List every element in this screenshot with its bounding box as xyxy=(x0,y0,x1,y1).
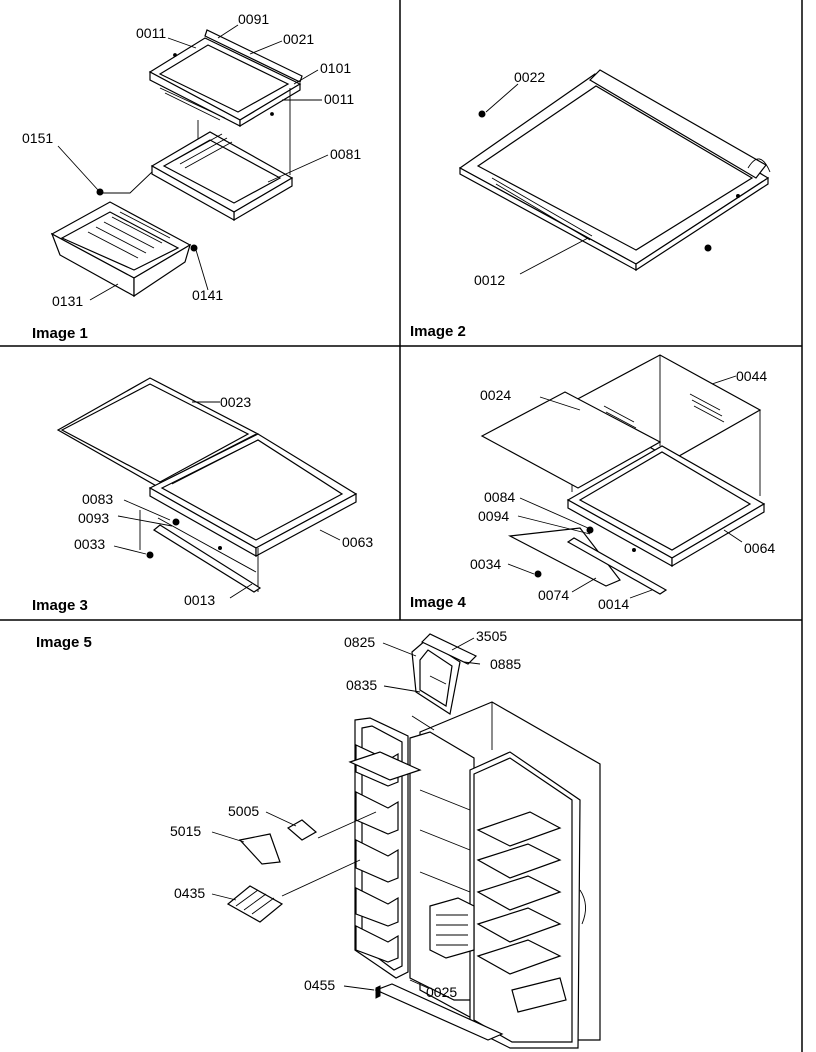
glass-shelf-drawing xyxy=(458,69,771,272)
part-label: 0021 xyxy=(283,31,314,47)
part-label: 0083 xyxy=(82,491,113,507)
part-label: 0091 xyxy=(238,11,269,27)
dispenser-cover-drawing xyxy=(411,633,478,715)
part-label: 0455 xyxy=(304,977,335,993)
part-label: 0093 xyxy=(78,510,109,526)
part-label: 0835 xyxy=(346,677,377,693)
slide-shelf-bin-drawing xyxy=(480,354,766,595)
part-label: 0885 xyxy=(490,656,521,672)
part-label: 0151 xyxy=(22,130,53,146)
part-label: 0013 xyxy=(184,592,215,608)
part-label: 0435 xyxy=(174,885,205,901)
panel-caption: Image 5 xyxy=(36,634,92,651)
part-label: 0044 xyxy=(736,368,767,384)
panel-caption: Image 4 xyxy=(410,594,467,611)
part-label: 0014 xyxy=(598,596,629,612)
part-label: 0012 xyxy=(474,272,505,288)
panel-image-2: Image 2 0022 0012 xyxy=(410,69,771,340)
slide-shelf-drawing xyxy=(56,377,358,593)
part-label: 0094 xyxy=(478,508,509,524)
grille-part-drawing xyxy=(374,983,504,1041)
shelf-assembly-drawing xyxy=(148,29,303,128)
part-label: 0034 xyxy=(470,556,501,572)
part-label: 0074 xyxy=(538,587,569,603)
part-label: 0011 xyxy=(324,91,354,107)
crisper-drawer-drawing xyxy=(50,188,198,298)
panel-image-1: Image 1 xyxy=(22,11,361,342)
part-label: 0825 xyxy=(344,634,375,650)
part-label: 0064 xyxy=(744,540,775,556)
part-label: 0141 xyxy=(192,287,223,303)
part-label: 3505 xyxy=(476,628,507,644)
part-label: 0063 xyxy=(342,534,373,550)
part-label: 0023 xyxy=(220,394,251,410)
panel-image-3: Image 3 0023 0083 0093 0033 0063 xyxy=(32,377,373,614)
panel-image-5: Image 5 xyxy=(36,628,601,1049)
part-label: 0033 xyxy=(74,536,105,552)
drawer-frame-drawing xyxy=(150,131,294,222)
part-label: 5005 xyxy=(228,803,259,819)
part-label: 0022 xyxy=(514,69,545,85)
deflector-part-drawing xyxy=(238,833,281,865)
part-label: 0025 xyxy=(426,984,457,1000)
panel-caption: Image 2 xyxy=(410,323,466,340)
bin-part-drawing xyxy=(226,885,284,923)
panel-image-4: Image 4 xyxy=(410,354,775,612)
part-label: 0011 xyxy=(136,25,166,41)
part-label: 0024 xyxy=(480,387,511,403)
part-label: 5015 xyxy=(170,823,201,839)
part-label: 0084 xyxy=(484,489,515,505)
panel-caption: Image 1 xyxy=(32,325,88,342)
refrigerator-drawing xyxy=(348,701,601,1049)
part-label: 0101 xyxy=(320,60,351,76)
panel-caption: Image 3 xyxy=(32,597,88,614)
ice-bin-part-drawing xyxy=(286,819,318,841)
part-label: 0131 xyxy=(52,293,83,309)
part-label: 0081 xyxy=(330,146,361,162)
